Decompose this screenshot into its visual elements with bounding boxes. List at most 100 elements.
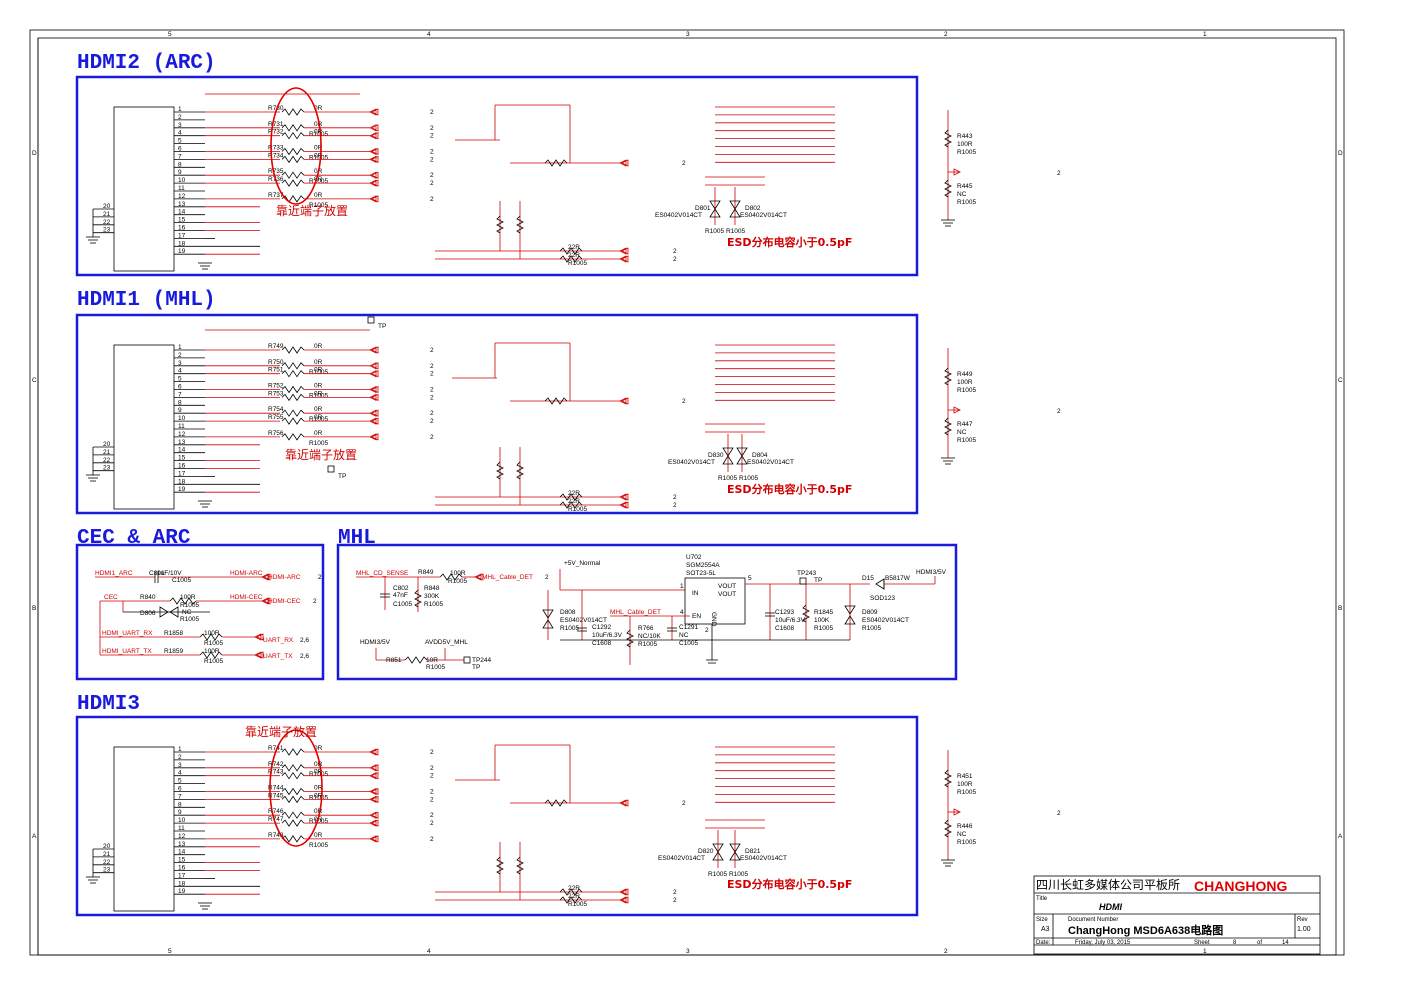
resistor-ref: R731	[268, 121, 284, 128]
pin-number: 6	[178, 384, 182, 391]
svg-text:22R: 22R	[568, 490, 580, 497]
svg-text:2: 2	[313, 598, 317, 605]
pin-number: 18	[178, 240, 186, 247]
svg-text:R1005: R1005	[560, 625, 580, 632]
svg-text:R766: R766	[638, 625, 654, 632]
sheet-ref: 2	[430, 749, 434, 756]
resistor-value: 0R	[314, 792, 323, 799]
svg-text:R1005: R1005	[204, 658, 224, 665]
svg-text:R1005: R1005	[568, 901, 588, 908]
pin-number: 4	[178, 130, 182, 137]
mhl-block	[336, 543, 958, 681]
svg-text:300K: 300K	[424, 593, 440, 600]
resistor-ref: R447	[957, 421, 973, 428]
svg-text:R1005: R1005	[448, 578, 468, 585]
svg-text:R1005: R1005	[957, 149, 977, 156]
svg-text:R1005: R1005	[814, 625, 834, 632]
border-row-label: C	[32, 377, 37, 384]
svg-text:2: 2	[673, 256, 677, 263]
pin-number: 20	[103, 203, 111, 210]
svg-text:C1291: C1291	[679, 624, 699, 631]
pin-number: 16	[178, 865, 186, 872]
port-uart-rx: UART_RX	[263, 637, 294, 644]
diode-ref: D804	[752, 452, 768, 459]
pin-number: 8	[178, 399, 182, 406]
svg-text:D806: D806	[140, 610, 156, 617]
svg-text:MHL_Cable_DET: MHL_Cable_DET	[482, 574, 533, 581]
svg-text:R1005 R1005: R1005 R1005	[705, 228, 745, 235]
near-connector-note-hdmi3: 靠近端子放置	[245, 724, 317, 739]
svg-text:R1005: R1005	[180, 616, 200, 623]
pin-number: 12	[178, 833, 186, 840]
pin-number: 10	[178, 817, 186, 824]
resistor-value: 0R	[314, 390, 323, 397]
svg-text:TP244: TP244	[472, 657, 492, 664]
svg-text:22R: 22R	[568, 252, 580, 259]
svg-text:5: 5	[748, 575, 752, 582]
resistor-ref: R745	[268, 792, 284, 799]
pin-number: 3	[178, 360, 182, 367]
sheet-ref: 2	[430, 812, 434, 819]
svg-text:SOT23-5L: SOT23-5L	[686, 570, 716, 577]
section-title-cec: CEC & ARC	[77, 527, 191, 550]
placement-ellipse-hdmi3	[269, 729, 323, 847]
svg-text:TP: TP	[378, 323, 386, 330]
resistor-ref: R735	[268, 168, 284, 175]
document-number: ChangHong MSD6A638电路图	[1068, 923, 1223, 937]
pin-number: 23	[103, 227, 111, 234]
sheet-ref: 2	[430, 773, 434, 780]
svg-text:C1005: C1005	[172, 577, 192, 584]
pin-number: 2	[178, 754, 182, 761]
border-col-label: 2	[944, 31, 948, 38]
svg-text:1: 1	[680, 583, 684, 590]
svg-text:22R: 22R	[568, 893, 580, 900]
svg-text:R1005: R1005	[426, 664, 446, 671]
port-uart-tx: UART_TX	[263, 653, 293, 660]
svg-text:U702: U702	[686, 554, 702, 561]
pin-number: 2	[178, 114, 182, 121]
border-row-label: D	[1338, 150, 1343, 157]
svg-text:R840: R840	[140, 594, 156, 601]
section-title-hdmi3: HDMI3	[77, 693, 140, 716]
resistor-package: R1005	[309, 155, 329, 162]
border-col-label: 1	[1203, 31, 1207, 38]
border-col-label: 4	[427, 948, 431, 955]
svg-text:R1005: R1005	[957, 839, 977, 846]
resistor-package: R1005	[309, 131, 329, 138]
svg-text:C801: C801	[149, 570, 165, 577]
svg-text:100R: 100R	[204, 648, 220, 655]
pin-number: 3	[178, 122, 182, 129]
section-title-mhl: MHL	[338, 527, 376, 550]
svg-text:TP: TP	[338, 473, 346, 480]
pin-number: 10	[178, 415, 186, 422]
resistor-ref: R752	[268, 383, 284, 390]
resistor-ref: R741	[268, 745, 284, 752]
pin-number: 19	[178, 486, 186, 493]
pin-number: 17	[178, 872, 186, 879]
resistor-value: 0R	[314, 129, 323, 136]
svg-text:2,6: 2,6	[300, 653, 309, 660]
hdmi2-circuit: 1234567891011121314151617181920212223R73…	[86, 93, 1061, 272]
svg-text:of: of	[1257, 940, 1262, 946]
svg-text:2,6: 2,6	[300, 637, 309, 644]
svg-text:22R: 22R	[568, 885, 580, 892]
resistor-package: R1005	[309, 416, 329, 423]
net-uart-rx: HDMI_UART_RX	[102, 630, 153, 637]
svg-text:100R: 100R	[957, 781, 973, 788]
svg-text:Rev: Rev	[1297, 917, 1308, 923]
svg-text:2: 2	[673, 502, 677, 509]
svg-text:EN: EN	[692, 613, 701, 620]
pin-number: 4	[178, 368, 182, 375]
svg-text:TP: TP	[472, 664, 480, 671]
svg-text:2: 2	[682, 398, 686, 405]
svg-text:HDMI-CEC: HDMI-CEC	[230, 594, 263, 601]
svg-text:NC: NC	[957, 429, 967, 436]
resistor-package: R1005	[309, 771, 329, 778]
svg-text:C802: C802	[393, 585, 409, 592]
svg-text:2: 2	[1057, 170, 1061, 177]
resistor-ref: R749	[268, 343, 284, 350]
svg-text:8: 8	[1233, 940, 1237, 946]
pin-number: 23	[103, 465, 111, 472]
svg-text:22R: 22R	[568, 498, 580, 505]
